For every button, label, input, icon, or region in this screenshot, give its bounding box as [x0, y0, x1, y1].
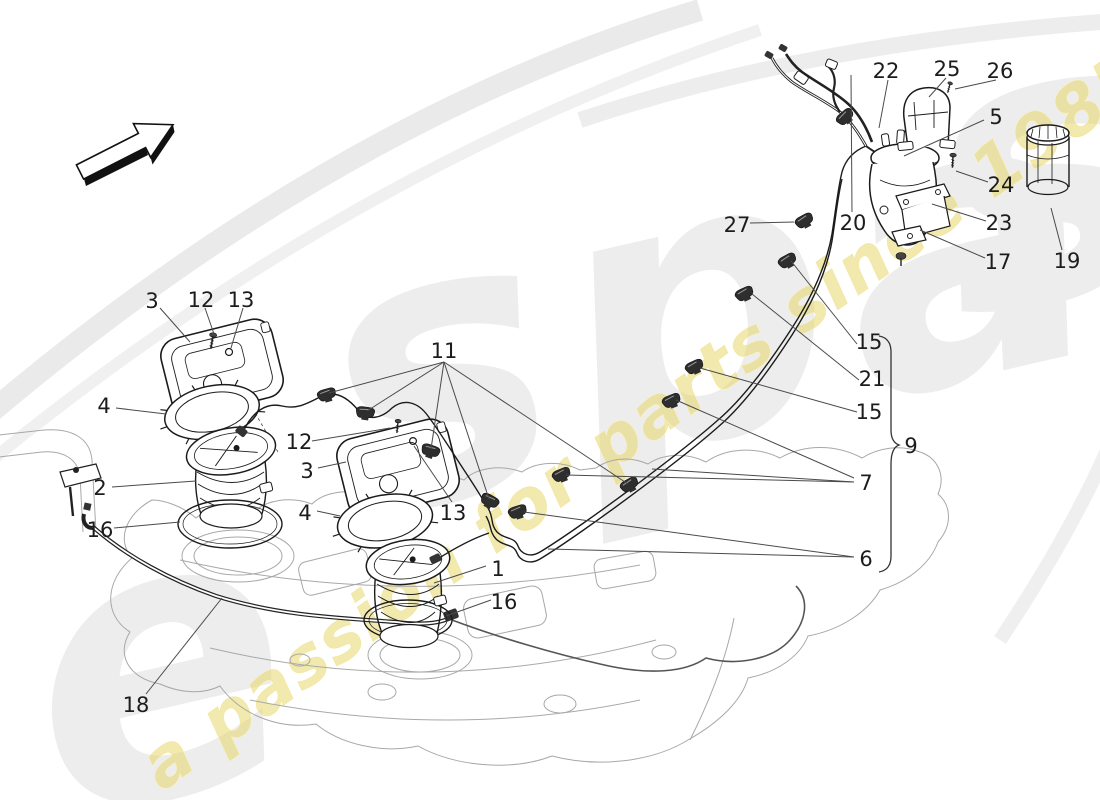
- callout-5: 5: [989, 105, 1002, 129]
- direction-arrow: [75, 122, 175, 186]
- seal-ring-left: [177, 499, 283, 549]
- fuel-pump-module-left: [185, 426, 277, 529]
- group-bracket-9: [878, 335, 901, 573]
- callout-20: 20: [840, 211, 867, 235]
- fuel-pump-module-middle: [365, 538, 451, 649]
- callout-15-b: 15: [856, 400, 883, 424]
- cover-washer-middle: [409, 437, 418, 446]
- callout-3-mid: 3: [300, 459, 313, 483]
- callout-15-a: 15: [856, 330, 883, 354]
- leader-lines: [111, 74, 1063, 695]
- fuel-pipe-from-pump: [435, 532, 490, 561]
- callout-13-left: 13: [228, 288, 255, 312]
- callout-labels: 3 12 13 4 2 16 18 11 12 3 4 13 1 16 27 2…: [87, 57, 1081, 717]
- callout-7: 7: [859, 471, 872, 495]
- callout-25: 25: [934, 57, 961, 81]
- fuel-filter-assembly: [868, 80, 1070, 266]
- callout-12-mid: 12: [286, 430, 313, 454]
- filter-bracket-25: [897, 86, 956, 152]
- callout-13-mid: 13: [440, 501, 467, 525]
- filter-bracket-23-17: [879, 183, 951, 247]
- callout-2: 2: [93, 476, 106, 500]
- callout-24: 24: [988, 173, 1015, 197]
- callout-16-left: 16: [87, 518, 114, 542]
- callout-26: 26: [987, 59, 1014, 83]
- callout-6: 6: [859, 547, 872, 571]
- fuel-pump-left-assembly: [152, 314, 288, 549]
- callout-21: 21: [859, 367, 886, 391]
- callout-17: 17: [985, 250, 1012, 274]
- callout-18: 18: [123, 693, 150, 717]
- callout-1: 1: [491, 557, 504, 581]
- callout-22: 22: [873, 59, 900, 83]
- fuel-hose-18: [59, 463, 806, 672]
- callout-4-left: 4: [97, 394, 110, 418]
- callout-12-left: 12: [188, 288, 215, 312]
- callout-27: 27: [724, 213, 751, 237]
- filter-cartridge-19: [1026, 124, 1070, 196]
- fuel-pump-middle-assembly: [325, 414, 464, 649]
- cover-washer-left: [224, 347, 234, 357]
- callout-3-left: 3: [145, 289, 158, 313]
- callout-11: 11: [431, 339, 458, 363]
- callout-19: 19: [1054, 249, 1081, 273]
- callout-4-mid: 4: [298, 501, 311, 525]
- fuel-pipe-run-b: [485, 178, 843, 563]
- callout-23: 23: [986, 211, 1013, 235]
- callout-16-mid: 16: [491, 590, 518, 614]
- callout-9: 9: [904, 434, 917, 458]
